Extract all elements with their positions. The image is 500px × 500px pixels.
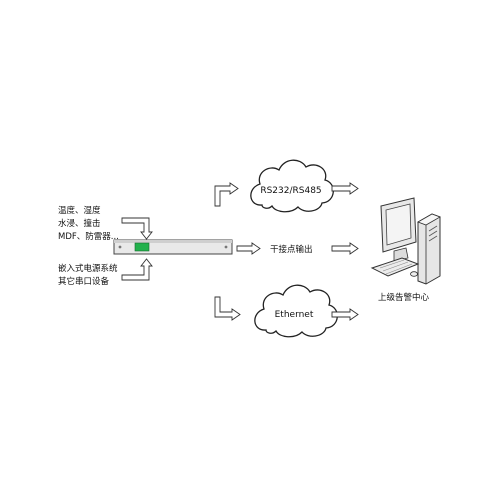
output-arrow-down xyxy=(214,296,241,321)
arrow-to-center-middle xyxy=(331,242,359,255)
source-label-water-impact: 水浸、撞击 xyxy=(58,218,101,229)
dry-contact-label: 干接点输出 xyxy=(270,244,313,255)
serial-cloud: RS232/RS485 xyxy=(250,159,334,213)
monitoring-unit xyxy=(113,239,233,255)
computer-icon xyxy=(370,197,441,285)
device-display xyxy=(134,242,150,252)
destination-label: 上级告警中心 xyxy=(378,292,430,303)
ethernet-cloud: Ethernet xyxy=(254,284,338,338)
arrow-to-center-top xyxy=(331,182,359,195)
output-arrow-up xyxy=(214,182,239,207)
input-arrow-bottom xyxy=(121,258,153,281)
source-label-mdf-surge: MDF、防雷器... xyxy=(58,231,119,242)
input-arrow-top xyxy=(121,217,153,240)
ethernet-link-label: Ethernet xyxy=(275,310,314,320)
source-labels-group-2: 嵌入式电源系统 其它串口设备 xyxy=(58,263,118,287)
output-arrow-middle xyxy=(236,242,261,255)
serial-link-label: RS232/RS485 xyxy=(260,186,321,196)
source-label-temp-humidity: 温度、湿度 xyxy=(58,205,101,216)
source-label-power-system: 嵌入式电源系统 xyxy=(58,263,118,274)
source-label-serial-devices: 其它串口设备 xyxy=(58,276,110,287)
arrow-to-center-bottom xyxy=(331,308,359,321)
source-labels-group-1: 温度、湿度 水浸、撞击 MDF、防雷器... xyxy=(58,205,119,242)
